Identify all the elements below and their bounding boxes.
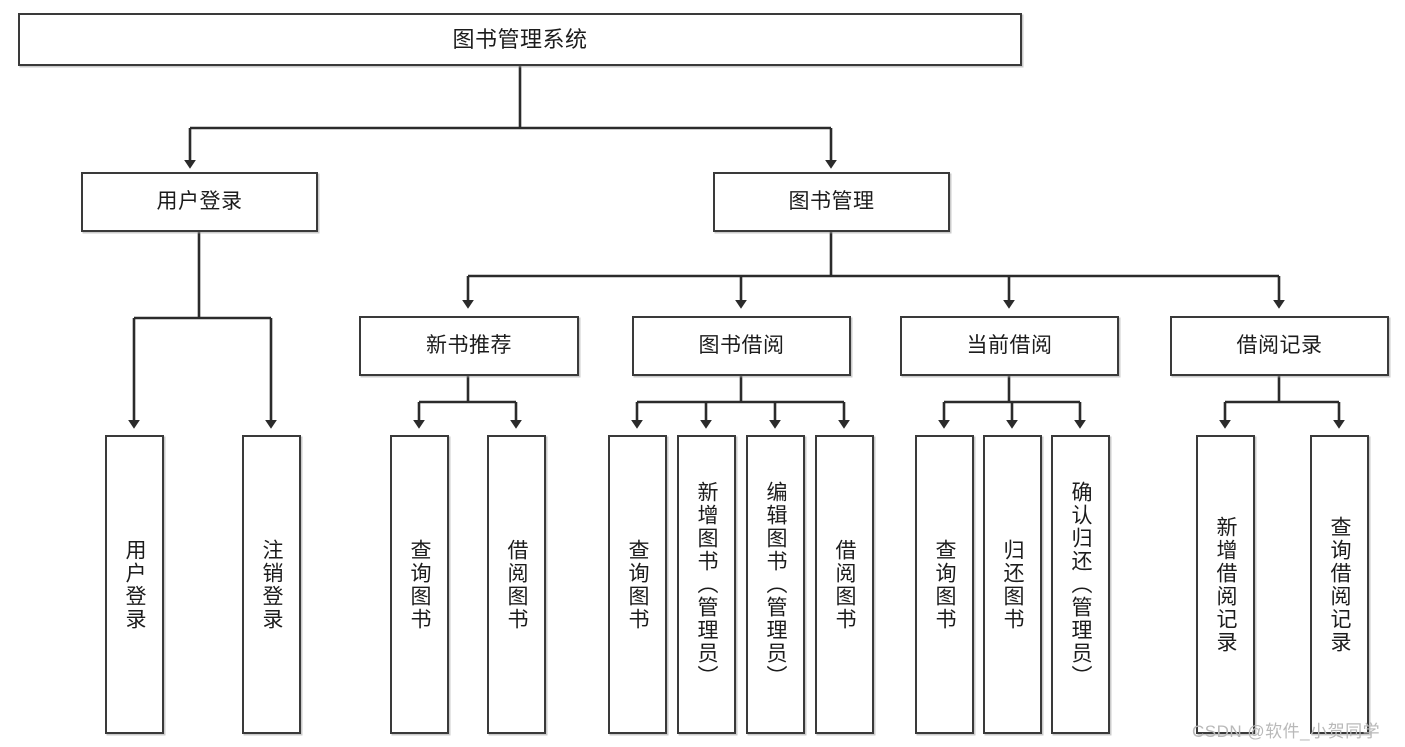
leaf-edit-book-label: 编辑图书（管理员） (764, 481, 787, 688)
node-book-manage[interactable]: 图书管理 (713, 172, 950, 232)
leaf-add-record-label: 新增借阅记录 (1214, 515, 1237, 654)
node-book-manage-label: 图书管理 (788, 189, 875, 213)
leaf-logout-label: 注销登录 (260, 538, 283, 631)
node-root-label: 图书管理系统 (452, 26, 588, 52)
node-current-borrow[interactable]: 当前借阅 (900, 316, 1119, 376)
leaf-query-book-1[interactable]: 查询图书 (390, 435, 449, 734)
leaf-confirm-return[interactable]: 确认归还（管理员） (1051, 435, 1110, 734)
leaf-borrow-book-2[interactable]: 借阅图书 (815, 435, 874, 734)
leaf-query-book-2[interactable]: 查询图书 (608, 435, 667, 734)
node-book-borrow[interactable]: 图书借阅 (632, 316, 851, 376)
node-current-borrow-label: 当前借阅 (966, 333, 1053, 357)
leaf-add-record[interactable]: 新增借阅记录 (1196, 435, 1255, 734)
leaf-return-book[interactable]: 归还图书 (983, 435, 1042, 734)
leaf-query-book-3-label: 查询图书 (933, 538, 956, 631)
leaf-user-login[interactable]: 用户登录 (105, 435, 164, 734)
leaf-query-book-3[interactable]: 查询图书 (915, 435, 974, 734)
leaf-logout[interactable]: 注销登录 (242, 435, 301, 734)
node-new-book-recommend-label: 新书推荐 (426, 333, 512, 357)
node-new-book-recommend[interactable]: 新书推荐 (359, 316, 579, 376)
leaf-confirm-return-label: 确认归还（管理员） (1069, 481, 1092, 688)
leaf-query-record-label: 查询借阅记录 (1328, 515, 1351, 654)
node-borrow-record[interactable]: 借阅记录 (1170, 316, 1389, 376)
leaf-borrow-book-2-label: 借阅图书 (833, 538, 856, 631)
csdn-watermark: CSDN @软件_小贺同学 (1192, 722, 1381, 741)
node-root[interactable]: 图书管理系统 (18, 13, 1022, 66)
leaf-edit-book[interactable]: 编辑图书（管理员） (746, 435, 805, 734)
leaf-return-book-label: 归还图书 (1001, 538, 1024, 631)
leaf-user-login-label: 用户登录 (123, 538, 146, 631)
node-book-borrow-label: 图书借阅 (698, 333, 785, 357)
leaf-query-record[interactable]: 查询借阅记录 (1310, 435, 1369, 734)
leaf-add-book-label: 新增图书（管理员） (695, 481, 718, 688)
node-borrow-record-label: 借阅记录 (1236, 333, 1323, 357)
leaf-query-book-1-label: 查询图书 (408, 538, 431, 631)
node-user-login-label: 用户登录 (156, 189, 243, 213)
leaf-borrow-book-1[interactable]: 借阅图书 (487, 435, 546, 734)
node-user-login[interactable]: 用户登录 (81, 172, 318, 232)
leaf-add-book[interactable]: 新增图书（管理员） (677, 435, 736, 734)
leaf-borrow-book-1-label: 借阅图书 (505, 538, 528, 631)
leaf-query-book-2-label: 查询图书 (626, 538, 649, 631)
